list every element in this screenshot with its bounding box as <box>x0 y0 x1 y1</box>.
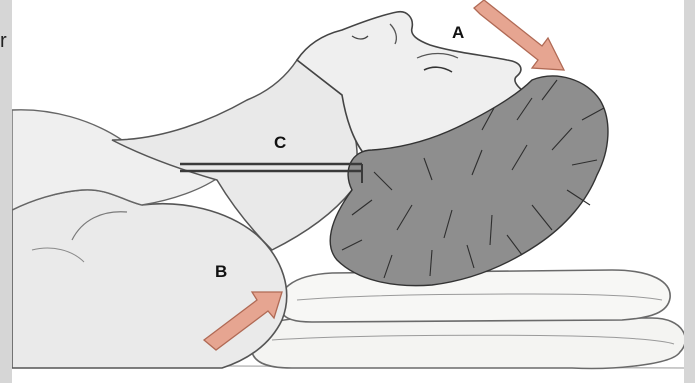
label-a: A <box>452 23 464 42</box>
towel-pillow <box>251 270 684 368</box>
label-b: B <box>215 262 227 281</box>
label-c: C <box>274 133 286 152</box>
stray-text: r <box>0 30 7 53</box>
sleeping-posture-illustration: A B C <box>12 0 684 383</box>
